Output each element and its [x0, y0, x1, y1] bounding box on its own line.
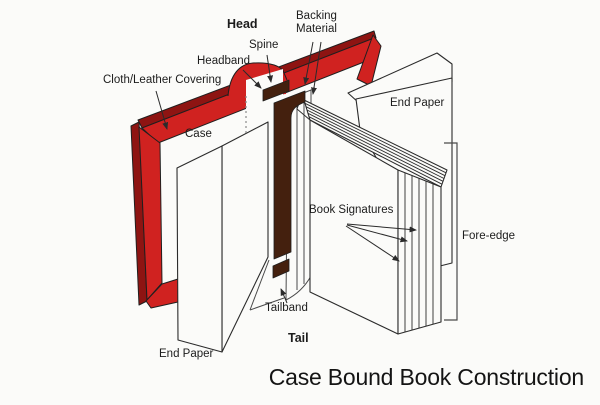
spine-liner-strip [273, 90, 306, 260]
label-book-signatures: Book Signatures [309, 204, 394, 216]
label-end-paper-right: End Paper [390, 97, 445, 109]
label-case: Case [185, 128, 212, 140]
fore-edge-bracket [444, 142, 458, 321]
label-end-paper-left: End Paper [159, 348, 214, 360]
label-tail: Tail [288, 331, 309, 345]
arrow-backing-1 [303, 41, 314, 85]
signature-ridges [304, 102, 447, 185]
end-paper-folded-left [176, 121, 269, 353]
label-backing-material: Backing Material [296, 10, 337, 36]
book-fore-edge-layers [397, 169, 442, 335]
headband-shape [262, 79, 290, 102]
arrow-signature-3 [345, 225, 400, 262]
pointer-arrows [155, 41, 417, 304]
label-head: Head [227, 17, 258, 31]
arrow-cloth-leather [155, 90, 169, 130]
spine-assembly [262, 79, 306, 279]
spine-panel-bottom-edges [249, 259, 285, 311]
label-fore-edge: Fore-edge [462, 230, 516, 242]
cover-left-bar [138, 126, 163, 301]
end-paper-left-right-flap [221, 121, 269, 353]
label-headband: Headband [197, 55, 251, 67]
arrow-signature-2 [346, 224, 408, 243]
arrow-signature-1 [346, 223, 417, 233]
fore-edge-layer-lines [404, 172, 434, 332]
arrow-tailband [280, 288, 288, 304]
arrow-headband [242, 69, 262, 89]
arrow-backing-2 [311, 41, 322, 95]
arrow-spine [266, 54, 274, 83]
label-cloth-leather-covering: Cloth/Leather Covering [103, 74, 222, 86]
end-paper-left-left-flap [176, 145, 223, 353]
label-spine: Spine [249, 39, 279, 51]
diagram-title: Case Bound Book Construction [268, 364, 585, 390]
tailband-shape [272, 258, 290, 279]
label-tailband: Tailband [265, 302, 308, 314]
